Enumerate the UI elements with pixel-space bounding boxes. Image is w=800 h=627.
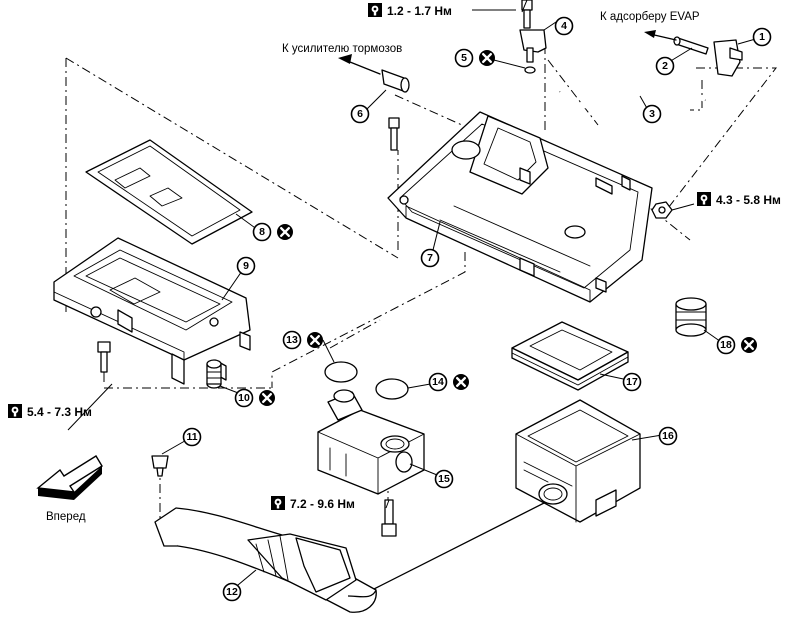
part-12-duct	[154, 507, 377, 613]
callout-5: 5	[454, 48, 474, 68]
part-1-connector	[713, 39, 743, 77]
svg-text:12: 12	[226, 586, 238, 598]
svg-text:11: 11	[186, 431, 197, 443]
torque-spec-4: 7.2 - 9.6 Нм	[271, 496, 355, 511]
part-18-grommet	[675, 297, 707, 337]
callout-8: 8	[252, 222, 272, 242]
callout-2: 2	[655, 56, 675, 76]
svg-text:1.2 - 1.7 Нм: 1.2 - 1.7 Нм	[387, 4, 452, 18]
svg-text:2: 2	[662, 60, 668, 72]
svg-text:10: 10	[238, 392, 250, 404]
callout-11: 11	[182, 427, 202, 447]
part-16-air-box	[515, 399, 641, 523]
svg-text:7.2 - 9.6 Нм: 7.2 - 9.6 Нм	[290, 497, 355, 511]
svg-text:14: 14	[432, 376, 444, 388]
callout-10: 10	[234, 388, 254, 408]
svg-text:7: 7	[427, 252, 433, 264]
svg-text:4.3 - 5.8 Нм: 4.3 - 5.8 Нм	[716, 193, 781, 207]
svg-text:5: 5	[461, 52, 467, 64]
part-6-fitting	[338, 54, 410, 93]
part-10-grommet	[206, 359, 222, 389]
callout-6: 6	[350, 104, 370, 124]
base-bolt	[97, 341, 111, 373]
do-not-reuse-icon	[305, 330, 325, 350]
evap-arrow	[644, 30, 677, 41]
callout-18: 18	[716, 335, 736, 355]
brake-booster-label: К усилителю тормозов	[282, 43, 402, 55]
svg-text:17: 17	[626, 376, 638, 388]
forward-arrow-icon	[36, 455, 103, 500]
do-not-reuse-icon	[451, 372, 471, 392]
callout-13: 13	[282, 330, 302, 350]
callout-12: 12	[222, 582, 242, 602]
evap-canister-label: К адсорберу EVAP	[600, 11, 700, 23]
part-11-clip	[151, 455, 169, 477]
throttle-bolt	[381, 499, 397, 537]
cover-bolt	[388, 117, 400, 151]
svg-text:13: 13	[286, 334, 298, 346]
do-not-reuse-icon	[477, 48, 497, 68]
svg-text:4: 4	[561, 20, 567, 32]
do-not-reuse-icon	[739, 335, 759, 355]
svg-text:16: 16	[662, 430, 674, 442]
svg-text:9: 9	[243, 260, 249, 272]
forward-label: Вперед	[46, 511, 86, 523]
torque-spec-2: 4.3 - 5.8 Нм	[697, 192, 781, 207]
torque-wrench-icon	[368, 3, 382, 17]
part-9-base	[53, 237, 251, 385]
svg-text:1: 1	[759, 31, 765, 43]
part-3-hose	[558, 88, 707, 109]
callout-1: 1	[752, 27, 772, 47]
callout-16: 16	[658, 426, 678, 446]
svg-text:6: 6	[357, 108, 363, 120]
callout-3: 3	[642, 104, 662, 124]
part-13-gasket	[324, 361, 358, 383]
torque-spec-1: 1.2 - 1.7 Нм	[368, 3, 516, 18]
part-15-throttle-body	[317, 389, 425, 495]
torque-wrench-icon	[271, 496, 285, 510]
callout-4: 4	[554, 16, 574, 36]
svg-text:5.4 - 7.3 Нм: 5.4 - 7.3 Нм	[27, 405, 92, 419]
part-17-filter	[511, 321, 629, 391]
part-5-o-ring	[524, 66, 536, 74]
part-14-gasket	[375, 378, 409, 400]
svg-text:15: 15	[438, 473, 450, 485]
callout-7: 7	[420, 248, 440, 268]
callout-15: 15	[434, 469, 454, 489]
torque-wrench-icon	[697, 192, 711, 206]
torque-wrench-icon	[8, 404, 22, 418]
callout-14: 14	[428, 372, 448, 392]
callouts: 1 2 3 4 5 6 7 8 9 10 11 12 13 14 15 16 1…	[182, 16, 772, 602]
part-8-gasket	[85, 139, 253, 245]
callout-17: 17	[622, 372, 642, 392]
do-not-reuse-icon	[257, 388, 277, 408]
svg-text:3: 3	[649, 108, 655, 120]
part-4-sensor	[519, 0, 547, 63]
part-7-cover	[387, 111, 653, 303]
svg-text:8: 8	[259, 226, 265, 238]
callout-9: 9	[236, 256, 256, 276]
do-not-reuse-icon	[275, 222, 295, 242]
part-2-tube	[673, 36, 709, 55]
cover-nut	[651, 201, 673, 219]
svg-text:18: 18	[720, 339, 732, 351]
torque-spec-3: 5.4 - 7.3 Нм	[8, 404, 92, 419]
